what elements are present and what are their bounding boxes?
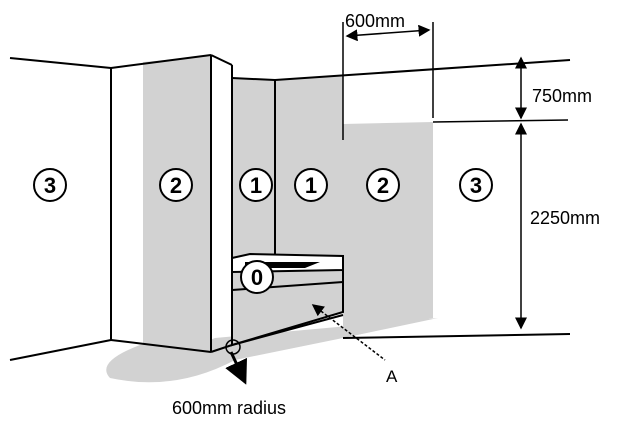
zone-3-right-marker: 3	[459, 168, 493, 202]
zone-0-marker: 0	[240, 260, 274, 294]
zone-2-right-panel	[343, 122, 433, 338]
zone-2-left-label: 2	[170, 173, 182, 198]
zone-1-left-label: 1	[250, 173, 262, 198]
zone-1-right-marker: 1	[294, 168, 328, 202]
zone-0-label: 0	[251, 265, 263, 290]
zone-2-right-label: 2	[377, 173, 389, 198]
zone-1-left-panel	[232, 78, 275, 258]
zone-3-left-label: 3	[44, 173, 56, 198]
zone-2-left-marker: 2	[159, 168, 193, 202]
upper-height-label: 750mm	[532, 86, 592, 106]
zone-1-right-label: 1	[305, 173, 317, 198]
callout-a-label: A	[386, 367, 398, 386]
lower-height-label: 2250mm	[530, 208, 600, 228]
zone-1-left-marker: 1	[239, 168, 273, 202]
radius-arrow	[225, 351, 247, 385]
width-dimension	[342, 22, 434, 140]
width-dimension-label: 600mm	[345, 11, 405, 31]
callout-a-leader	[311, 304, 386, 361]
zone-3-left-marker: 3	[33, 168, 67, 202]
zone-3-right-label: 3	[470, 173, 482, 198]
zone-2-right-marker: 2	[366, 168, 400, 202]
height-dimension	[432, 56, 569, 330]
zone-2-left-panel	[143, 56, 211, 352]
radius-label: 600mm radius	[172, 398, 286, 418]
zone-1-right-panel	[275, 76, 343, 258]
